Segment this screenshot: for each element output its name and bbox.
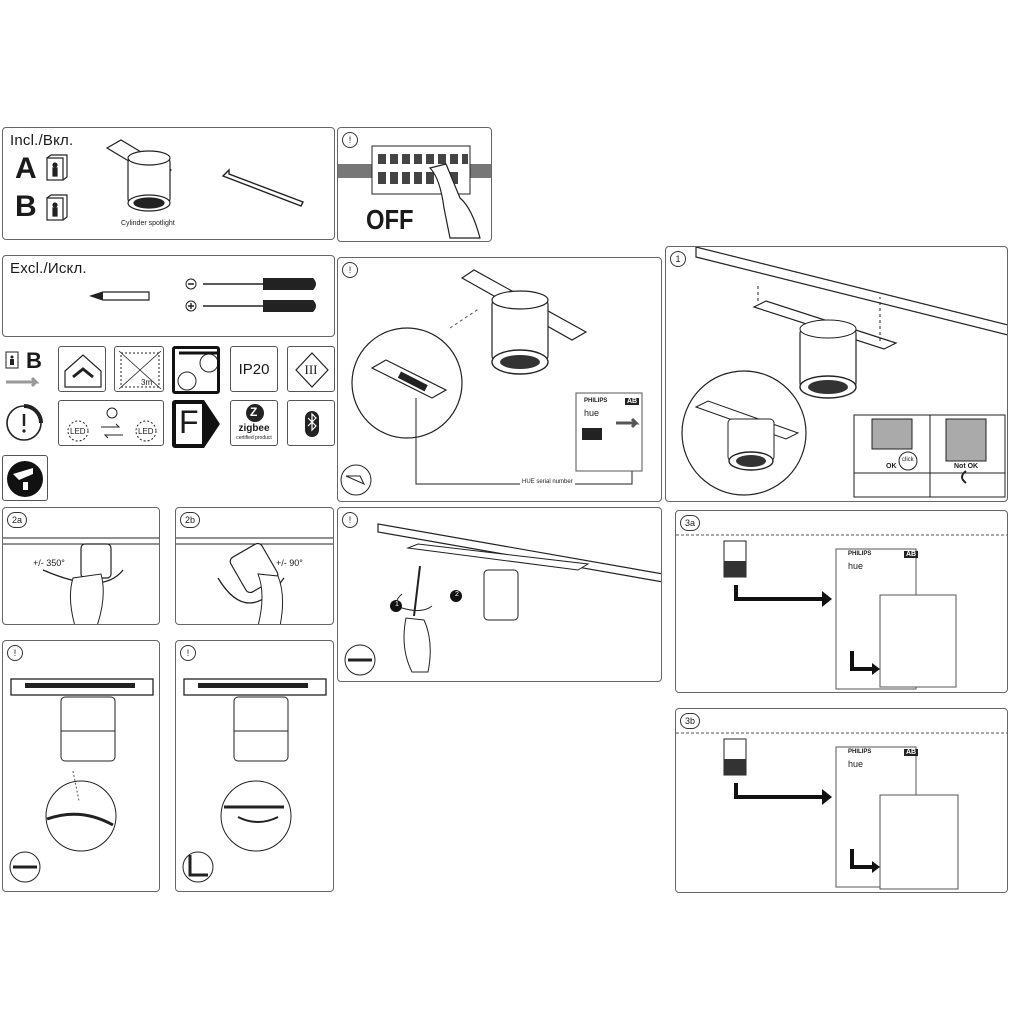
pencil-icon	[340, 464, 372, 496]
serial-number-panel: ! HUE serial number PHILIPS hue AB	[337, 257, 662, 502]
removal-panel: ! 1 2	[337, 507, 662, 682]
ab-label: AB	[904, 551, 919, 558]
serial-label: HUE serial number	[520, 479, 575, 485]
manual-b-icon	[46, 194, 68, 221]
brand-label: PHILIPS	[848, 749, 872, 755]
phillips-screwdriver-icon	[185, 300, 316, 312]
step3a-drawing	[676, 534, 1007, 690]
step3a-panel: 3a PHILIPS hue AB	[675, 510, 1008, 693]
led-left-label: LED	[70, 427, 86, 436]
removal-drawing	[344, 523, 661, 676]
included-panel: Incl./Вкл. A B Cylinder spotlight	[2, 127, 335, 240]
energy-class-icon: F	[172, 400, 220, 448]
off-label: OFF	[366, 204, 414, 235]
track-mount-drawing	[681, 247, 1007, 498]
zigbee-sub: certified product	[236, 435, 272, 441]
step-badge: 3a	[680, 515, 701, 531]
hue-label: hue	[584, 408, 600, 418]
step2b-panel: 2b +/- 90°	[175, 507, 334, 625]
bluetooth-icon	[287, 400, 335, 446]
warning-badge: !	[342, 262, 358, 278]
rotation-angle: +/- 350°	[33, 558, 65, 568]
ab-label: AB	[625, 398, 640, 405]
tilt-angle: +/- 90°	[276, 558, 303, 568]
led-right-label: LED	[138, 427, 154, 436]
excluded-tools	[89, 278, 316, 312]
step2a-panel: 2a +/- 350°	[2, 507, 160, 625]
manual-b-letter-icon: B	[26, 348, 42, 373]
bulb-icon	[172, 346, 220, 394]
spotlight-symbol-icon	[2, 455, 48, 501]
ip20-icon: IP20	[230, 346, 278, 392]
step-badge: 3b	[680, 713, 701, 729]
brand-label: PHILIPS	[584, 398, 608, 404]
tilt-drawing	[176, 537, 333, 624]
hex-warning-panel: !	[175, 640, 334, 892]
class-label: III	[304, 362, 318, 377]
energy-class-letter: F	[179, 404, 199, 440]
not-ok-label: Not OK	[954, 463, 979, 470]
warning-badge: !	[180, 645, 196, 661]
included-header: Incl./Вкл.	[10, 132, 74, 149]
screw-warning-panel: !	[2, 640, 160, 892]
breaker-drawing	[338, 145, 491, 239]
led-replacement-icon: LED LED	[58, 400, 164, 446]
distance-icon: 3m	[114, 346, 164, 392]
zigbee-word: zigbee	[238, 423, 270, 434]
cylinder-spotlight-drawing	[105, 139, 173, 212]
excluded-panel: Excl./Искл.	[2, 255, 335, 337]
warning-badge: !	[342, 512, 358, 528]
screwdriver-icon	[9, 851, 41, 883]
screw-warning-drawing	[9, 678, 154, 883]
ab-label: AB	[904, 749, 919, 756]
removal-step2: 2	[455, 591, 459, 598]
switch-off-panel: ! OFF	[337, 127, 492, 242]
manual-a-letter: A	[15, 152, 37, 185]
removal-step1: 1	[395, 601, 399, 608]
excluded-header: Excl./Искл.	[10, 260, 87, 277]
screwdriver-icon	[344, 644, 376, 676]
allen-key-icon	[182, 851, 214, 883]
serial-number-drawing	[340, 269, 643, 496]
zigbee-logo-letter: Z	[250, 405, 258, 419]
rotate-horizontal-drawing	[3, 537, 159, 624]
allen-key-drawing	[221, 168, 304, 207]
warning-badge: !	[342, 132, 358, 148]
hex-warning-drawing	[182, 678, 327, 883]
manual-a-icon	[46, 154, 68, 181]
pencil-icon	[89, 291, 150, 301]
spotlight-caption: Cylinder spotlight	[121, 220, 175, 227]
warning-badge: !	[7, 645, 23, 661]
indoor-use-icon	[58, 346, 106, 392]
step-badge: 2b	[180, 512, 201, 528]
hue-label: hue	[848, 759, 864, 769]
hue-label: hue	[848, 561, 864, 571]
included-drawings	[46, 139, 304, 221]
ok-label: OK	[886, 463, 897, 470]
manual-b-letter: B	[15, 190, 37, 223]
caution-icon	[2, 400, 50, 446]
class-iii-icon: III	[287, 346, 335, 392]
manual-b-reference: B	[2, 346, 52, 392]
click-label: click	[902, 457, 914, 463]
distance-label: 3m	[141, 378, 153, 387]
step1-panel: 1 OK click Not OK	[665, 246, 1008, 502]
step3b-drawing	[676, 732, 1007, 890]
step-badge: 1	[670, 251, 686, 267]
zigbee-icon: Z zigbee certified product	[230, 400, 278, 446]
step-badge: 2a	[7, 512, 28, 528]
flat-screwdriver-icon	[185, 278, 316, 290]
brand-label: PHILIPS	[848, 551, 872, 557]
ip-rating: IP20	[238, 361, 270, 378]
step3b-panel: 3b PHILIPS hue AB	[675, 708, 1008, 893]
